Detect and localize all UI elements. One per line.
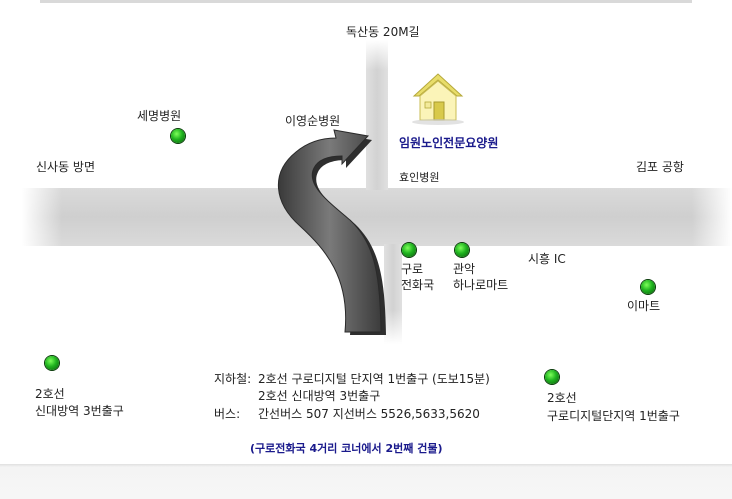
subway-line-1: 2호선 구로디지털 단지역 1번출구 (도보15분) xyxy=(258,372,490,386)
landmark-leeyoungsoon: 이영순병원 xyxy=(285,114,341,128)
landmark-semyeong: 세명병원 xyxy=(137,109,182,123)
marker-guro-phone xyxy=(402,243,416,257)
road-label-north: 독산동 20M길 xyxy=(346,25,420,39)
subway-label: 지하철: xyxy=(214,372,252,386)
top-divider xyxy=(40,0,692,3)
subway-line-2: 2호선 신대방역 3번출구 xyxy=(258,389,381,403)
landmark-sindaebang-2: 신대방역 3번출구 xyxy=(35,404,124,418)
destination-title[interactable]: 임원노인전문요양원 xyxy=(399,136,499,150)
bus-line: 간선버스 507 지선버스 5526,5633,5620 xyxy=(258,407,480,421)
landmark-gurodigital-1: 2호선 xyxy=(547,391,577,405)
landmark-sindaebang-1: 2호선 xyxy=(35,387,65,401)
landmark-guro-phone-1: 구로 xyxy=(401,262,424,276)
marker-semyeong xyxy=(171,129,185,143)
house-icon xyxy=(410,70,466,126)
landmark-guro-phone-2: 전화국 xyxy=(401,278,435,292)
landmark-gurodigital-2: 구로디지털단지역 1번출구 xyxy=(547,409,680,423)
marker-sindaebang xyxy=(45,356,59,370)
route-arrow xyxy=(278,129,382,333)
footer-band xyxy=(0,464,732,499)
landmark-gwanak-1: 관악 xyxy=(453,262,476,276)
road-north xyxy=(366,40,388,190)
map-roads xyxy=(22,40,732,344)
marker-gwanak xyxy=(455,243,469,257)
marker-emart xyxy=(641,280,655,294)
landmark-hyoin: 효인병원 xyxy=(399,171,440,184)
landmark-siheung-ic: 시흥 IC xyxy=(528,252,566,266)
bus-label: 버스: xyxy=(214,407,241,421)
location-note: (구로전화국 4거리 코너에서 2번째 건물) xyxy=(250,442,443,455)
road-label-east: 김포 공항 xyxy=(636,160,684,174)
landmark-emart: 이마트 xyxy=(627,299,661,313)
road-east-west xyxy=(22,188,732,246)
road-label-west: 신사동 방면 xyxy=(36,160,96,174)
landmark-gwanak-2: 하나로마트 xyxy=(453,278,509,292)
marker-gurodigital xyxy=(545,370,559,384)
